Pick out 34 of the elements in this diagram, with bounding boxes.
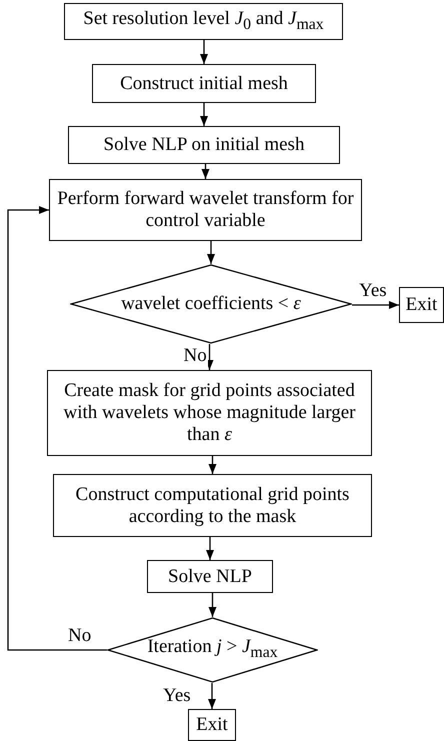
arrow xyxy=(202,164,210,179)
node-text: Construct computational grid points according to the mask xyxy=(74,484,350,528)
arrow xyxy=(7,206,107,651)
arrow xyxy=(207,241,215,264)
process-box xyxy=(399,287,444,323)
arrow xyxy=(200,103,208,126)
node-text: Solve NLP on initial mesh xyxy=(102,134,306,156)
process-box xyxy=(64,3,343,40)
node-text: Perform forward wavelet transform for control variable xyxy=(56,188,355,232)
node-text: Set resolution level J$_{0}$ and J$_{max}$ xyxy=(82,8,325,34)
node-text: Solve NLP xyxy=(167,566,253,588)
edge-label: No xyxy=(182,346,208,366)
process-box xyxy=(92,64,316,103)
node-text: Exit xyxy=(195,714,229,736)
node-text: Construct initial mesh xyxy=(119,72,289,94)
arrow xyxy=(206,537,214,560)
node-text: Create mask for grid points associated with wavelets whose magnitude larger than ε xyxy=(62,380,356,446)
arrow xyxy=(208,593,216,617)
arrow xyxy=(200,40,208,64)
process-box xyxy=(188,709,236,741)
process-box xyxy=(47,370,372,456)
node-text: Iteration j > J$_{max}$ xyxy=(146,636,279,663)
node-text: wavelet coefficients < ε xyxy=(120,293,302,315)
process-box xyxy=(49,179,362,241)
node-text: Exit xyxy=(404,294,438,316)
arrow xyxy=(352,301,399,309)
arrow xyxy=(208,683,216,709)
decision-diamond xyxy=(107,617,318,683)
decision-diamond xyxy=(70,264,352,344)
process-box xyxy=(68,126,340,164)
process-box xyxy=(53,474,372,537)
arrow xyxy=(206,344,214,370)
process-box xyxy=(147,560,273,593)
arrow xyxy=(208,456,216,474)
